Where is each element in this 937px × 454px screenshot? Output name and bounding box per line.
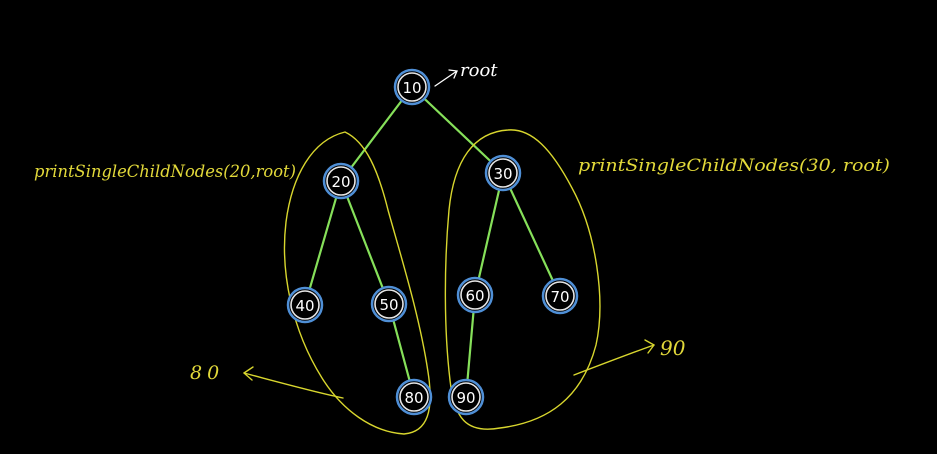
tree-edges bbox=[303, 85, 562, 399]
node-circle bbox=[286, 286, 324, 324]
node-value: 80 bbox=[404, 389, 423, 407]
node-inner-ring bbox=[460, 280, 490, 310]
tree-edge bbox=[501, 171, 562, 298]
tree-node: 90 bbox=[447, 378, 485, 416]
right-call-annotation: printSingleChildNodes(30, root) bbox=[578, 156, 890, 175]
node-value: 60 bbox=[465, 287, 484, 305]
node-inner-ring bbox=[399, 382, 429, 412]
node-value: 40 bbox=[295, 297, 314, 315]
node-inner-ring bbox=[397, 72, 427, 102]
tree-edge bbox=[473, 171, 505, 297]
tree-node: 80 bbox=[395, 378, 433, 416]
node-inner-ring bbox=[545, 281, 575, 311]
tree-node: 30 bbox=[484, 154, 522, 192]
right-subtree-loop bbox=[444, 129, 601, 430]
tree-node: 60 bbox=[456, 276, 494, 314]
tree-node: 70 bbox=[541, 277, 579, 315]
node-inner-ring bbox=[451, 382, 481, 412]
tree-node: 10 bbox=[393, 68, 431, 106]
tree-node: 20 bbox=[322, 162, 360, 200]
left-call-annotation: printSingleChildNodes(20,root) bbox=[34, 162, 296, 181]
node-circle bbox=[447, 378, 485, 416]
root-label: root bbox=[460, 60, 498, 81]
node-value: 90 bbox=[456, 389, 475, 407]
tree-node: 40 bbox=[286, 286, 324, 324]
node-inner-ring bbox=[374, 289, 404, 319]
node-value: 20 bbox=[331, 173, 350, 191]
node-inner-ring bbox=[488, 158, 518, 188]
node-value: 10 bbox=[402, 79, 421, 97]
tree-node: 50 bbox=[370, 285, 408, 323]
tree-nodes: 10 20 30 40 50 60 70 80 90 bbox=[286, 68, 579, 416]
right-output-label: 90 bbox=[660, 336, 686, 360]
tree-edge bbox=[303, 179, 343, 307]
node-circle bbox=[484, 154, 522, 192]
node-value: 50 bbox=[379, 296, 398, 314]
right-output-arrow: 90 bbox=[573, 336, 686, 376]
node-circle bbox=[370, 285, 408, 323]
node-circle bbox=[541, 277, 579, 315]
root-pointer: root bbox=[434, 60, 498, 87]
tree-edge bbox=[339, 85, 414, 183]
left-output-label: 80 bbox=[190, 362, 224, 384]
node-circle bbox=[393, 68, 431, 106]
node-circle bbox=[322, 162, 360, 200]
node-inner-ring bbox=[326, 166, 356, 196]
node-value: 70 bbox=[550, 288, 569, 306]
node-value: 30 bbox=[493, 165, 512, 183]
left-subtree-loop bbox=[283, 131, 431, 435]
tree-edge bbox=[410, 85, 505, 175]
node-inner-ring bbox=[290, 290, 320, 320]
left-output-arrow: 80 bbox=[190, 362, 344, 399]
node-circle bbox=[456, 276, 494, 314]
node-circle bbox=[395, 378, 433, 416]
tree-edge bbox=[339, 179, 391, 306]
